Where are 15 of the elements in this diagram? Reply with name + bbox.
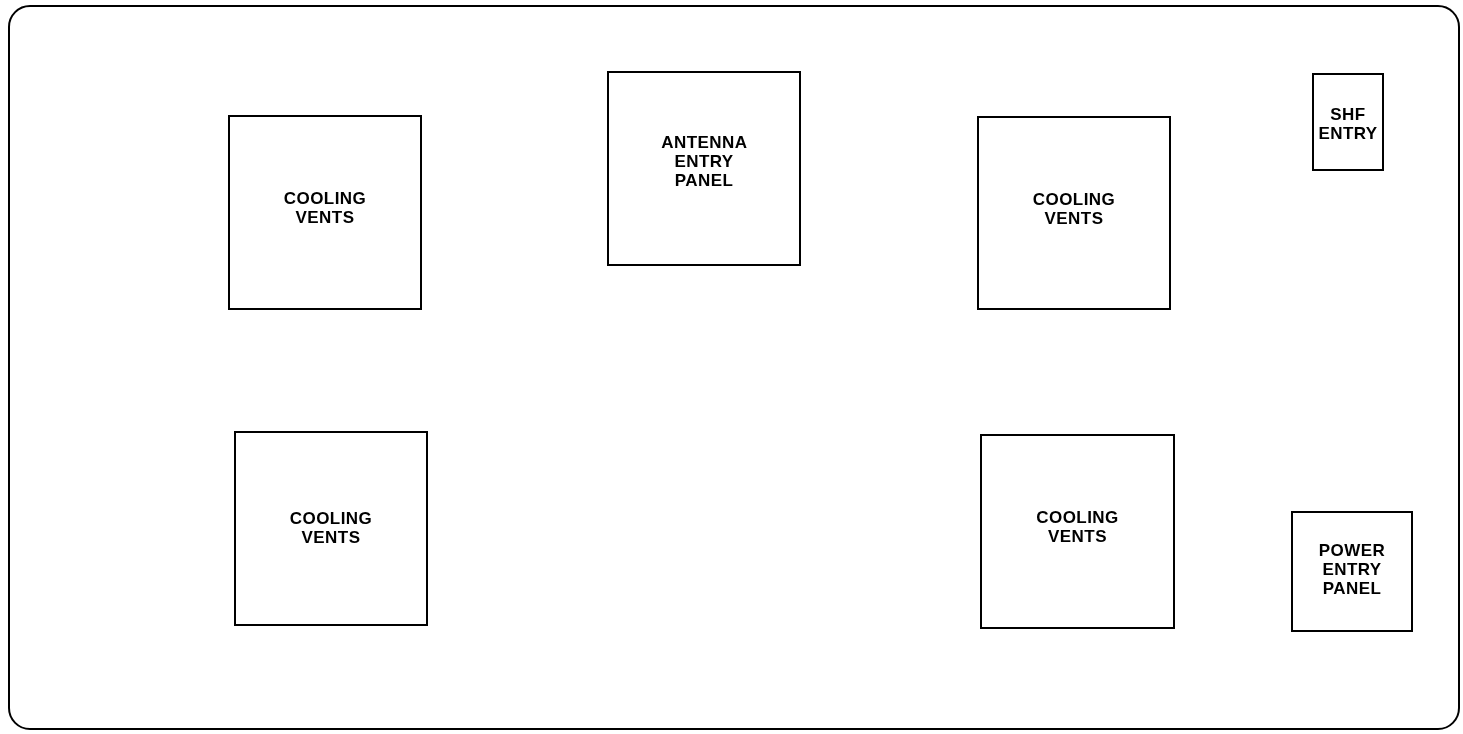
labeled-box <box>1291 511 1413 632</box>
labeled-box <box>607 71 801 266</box>
box-label: COOLING VENTS <box>283 189 367 227</box>
labeled-box <box>1312 73 1384 171</box>
labeled-box <box>234 431 428 626</box>
box-label: SHF ENTRY <box>1318 105 1378 143</box>
labeled-box <box>977 116 1171 310</box>
box-label: COOLING VENTS <box>1036 508 1119 546</box>
labeled-box <box>228 115 422 310</box>
box-label: COOLING VENTS <box>289 509 373 547</box>
box-label: POWER ENTRY PANEL <box>1318 541 1386 598</box>
panel-outline <box>8 5 1460 730</box>
labeled-box <box>980 434 1175 629</box>
box-label: ANTENNA ENTRY PANEL <box>661 133 747 190</box>
box-label: COOLING VENTS <box>1032 190 1116 228</box>
